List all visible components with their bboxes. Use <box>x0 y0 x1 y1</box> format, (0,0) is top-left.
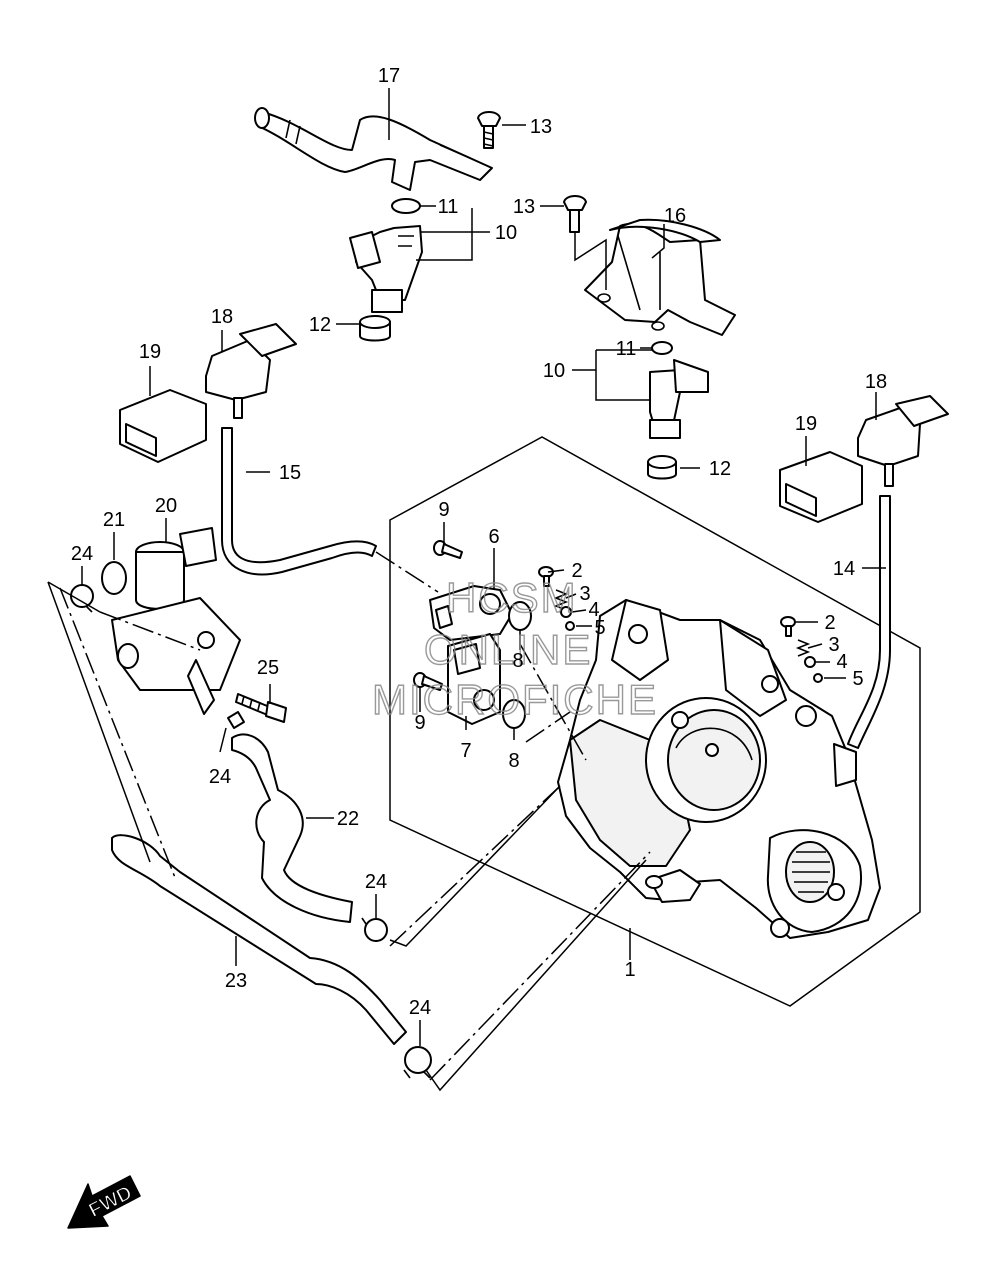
clamp-24-b <box>227 711 245 729</box>
callout-3-b: 3 <box>828 634 839 656</box>
callout-24: 24 <box>71 543 93 565</box>
callout-18: 18 <box>211 306 233 328</box>
callout-20: 20 <box>155 495 177 517</box>
cap-12-right <box>647 455 677 480</box>
sensor-7 <box>447 633 501 725</box>
clamp-24-d <box>403 1046 432 1079</box>
o-ring-11-right <box>651 341 673 355</box>
callout-15: 15 <box>279 462 301 484</box>
callout-2: 2 <box>571 560 582 582</box>
bolt-25 <box>235 693 287 723</box>
sensor-18-right <box>857 395 949 487</box>
callout-4-b: 4 <box>836 651 847 673</box>
screw-2-a <box>538 566 554 587</box>
callout-24-b: 24 <box>209 766 231 788</box>
o-ring-5-b <box>813 673 823 683</box>
sensor-6 <box>429 585 513 641</box>
washer-4-b <box>804 656 816 668</box>
guide-lines <box>59 551 651 1081</box>
callout-24-d: 24 <box>409 997 431 1019</box>
bolt-13-top <box>477 111 501 149</box>
callout-1: 1 <box>624 959 635 981</box>
screw-9-top <box>433 540 463 559</box>
valve-20 <box>111 527 241 715</box>
callout-11: 11 <box>438 196 459 218</box>
callout-8: 8 <box>512 650 523 672</box>
rubber-19-right <box>779 451 863 523</box>
callout-9: 9 <box>438 499 449 521</box>
watermark: HCSM ONLINE MICROFICHE <box>371 573 658 723</box>
injector-10-top <box>349 225 423 313</box>
callout-14: 14 <box>833 558 855 580</box>
callout-21: 21 <box>103 509 125 531</box>
callout-7: 7 <box>460 740 471 762</box>
hose-22 <box>231 733 353 923</box>
callout-12-b: 12 <box>709 458 731 480</box>
callout-18-b: 18 <box>865 371 887 393</box>
callout-16: 16 <box>664 205 686 227</box>
cap-12-top <box>359 315 391 342</box>
callout-13: 13 <box>530 116 552 138</box>
callout-23: 23 <box>225 970 247 992</box>
callout-4: 4 <box>588 599 599 621</box>
clamp-24-c <box>361 917 388 942</box>
spring-3-b <box>795 639 811 657</box>
fuel-pipe-17 <box>254 107 493 191</box>
bolt-13-mid <box>563 195 587 233</box>
callout-5-b: 5 <box>852 668 863 690</box>
sensor-18-left <box>205 323 297 419</box>
hose-14 <box>847 495 891 749</box>
o-ring-5-a <box>565 621 575 631</box>
callout-2-b: 2 <box>824 612 835 634</box>
watermark-line1: HCSM <box>446 574 578 621</box>
callout-3: 3 <box>579 583 590 605</box>
callouts: 17 13 11 10 12 13 16 18 19 11 10 12 18 1… <box>71 65 887 1019</box>
rubber-19-left <box>119 389 207 463</box>
callout-12: 12 <box>309 314 331 336</box>
callout-6: 6 <box>488 526 499 548</box>
callout-10-b: 10 <box>543 360 565 382</box>
callout-11-b: 11 <box>616 338 637 360</box>
watermark-line2: ONLINE <box>424 626 592 673</box>
o-ring-11-top <box>391 198 421 214</box>
screw-2-b <box>780 616 796 637</box>
callout-25: 25 <box>257 657 279 679</box>
assembly-frame <box>389 436 921 1007</box>
callout-19-b: 19 <box>795 413 817 435</box>
callout-8-b: 8 <box>508 750 519 772</box>
watermark-line3: MICROFICHE <box>372 676 658 723</box>
washer-4-a <box>560 606 572 618</box>
callout-24-c: 24 <box>365 871 387 893</box>
fuel-pipe-16 <box>584 218 736 336</box>
callout-17: 17 <box>378 65 400 87</box>
fwd-arrow-icon: FWD <box>67 1175 141 1229</box>
clamp-24-a <box>70 584 94 613</box>
callout-5: 5 <box>594 617 605 639</box>
callout-9-b: 9 <box>414 712 425 734</box>
o-ring-21 <box>101 561 127 595</box>
screw-9-bottom <box>413 672 443 691</box>
spring-3-a <box>553 589 569 611</box>
callout-22: 22 <box>337 808 359 830</box>
hose-15 <box>221 427 377 576</box>
throttle-body-1 <box>557 599 881 939</box>
callout-13-b: 13 <box>513 196 535 218</box>
callout-19: 19 <box>139 341 161 363</box>
injector-10-right <box>649 359 709 439</box>
callout-10: 10 <box>495 222 517 244</box>
hose-23 <box>111 834 407 1045</box>
